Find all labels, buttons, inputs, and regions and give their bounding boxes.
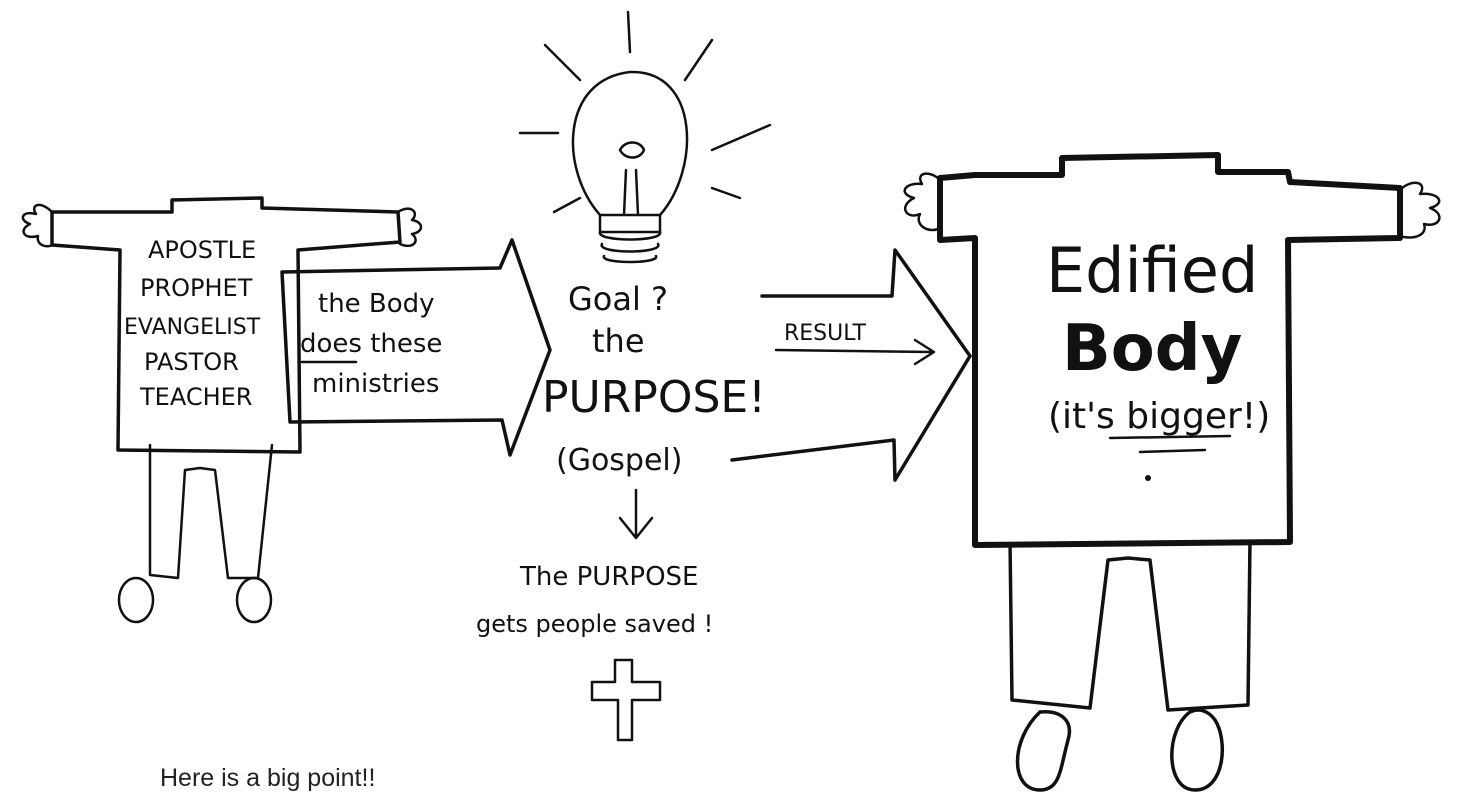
left-figure-right-hand: [396, 207, 423, 248]
note-line-1: The PURPOSE: [519, 562, 698, 592]
left-figure-left-foot: [117, 576, 155, 624]
center-purpose-text: Goal ? the PURPOSE! (Gospel): [542, 280, 766, 478]
left-figure-right-foot: [235, 576, 273, 624]
first-arrow-label: the Body does these ministries: [300, 289, 442, 399]
right-body-figure: [903, 152, 1441, 792]
right-figure-shirt: [937, 152, 1403, 548]
body-text: Body: [1062, 312, 1242, 386]
bigger-text: (it's bigger!): [1048, 396, 1270, 437]
right-figure-legs: [1008, 538, 1252, 712]
left-figure-left-hand: [21, 203, 54, 248]
arrow-label-line: does these: [300, 329, 442, 359]
arrow-label-line: the Body: [318, 289, 435, 319]
right-figure-left-foot: [1015, 710, 1072, 792]
left-figure-label: APOSTLE PROPHET EVANGELIST PASTOR TEACHE…: [124, 236, 261, 411]
right-figure-right-foot: [1170, 708, 1225, 792]
goal-text: Goal ?: [568, 280, 668, 318]
light-bulb-icon: [518, 10, 772, 264]
purpose-text: PURPOSE!: [542, 372, 766, 423]
left-body-figure: [21, 196, 423, 624]
result-label: RESULT: [784, 321, 866, 346]
gospel-text: (Gospel): [556, 443, 682, 478]
result-arrow: RESULT: [730, 248, 972, 482]
right-figure-left-hand: [903, 172, 942, 232]
left-label-line: PROPHET: [140, 274, 253, 302]
the-text: the: [592, 322, 645, 360]
down-arrow-icon: [618, 488, 654, 540]
note-line-2: gets people saved !: [476, 610, 713, 638]
left-figure-legs: [148, 443, 274, 580]
edified-text: Edified: [1046, 234, 1258, 307]
right-figure-label: Edified Body (it's bigger!): [1046, 234, 1270, 437]
left-label-line: PASTOR: [144, 348, 239, 376]
left-label-line: APOSTLE: [148, 236, 256, 264]
arrow-label-line: ministries: [312, 369, 439, 399]
left-label-line: TEACHER: [139, 383, 252, 411]
body-dot: [1145, 475, 1151, 481]
first-arrow: [280, 238, 552, 457]
saved-note: The PURPOSE gets people saved !: [476, 562, 713, 638]
right-figure-right-hand: [1398, 181, 1441, 239]
bigger-underline: [1108, 434, 1232, 454]
left-label-line: EVANGELIST: [124, 315, 261, 340]
caption-text: Here is a big point!!: [160, 764, 376, 792]
cross-icon: [590, 658, 662, 742]
